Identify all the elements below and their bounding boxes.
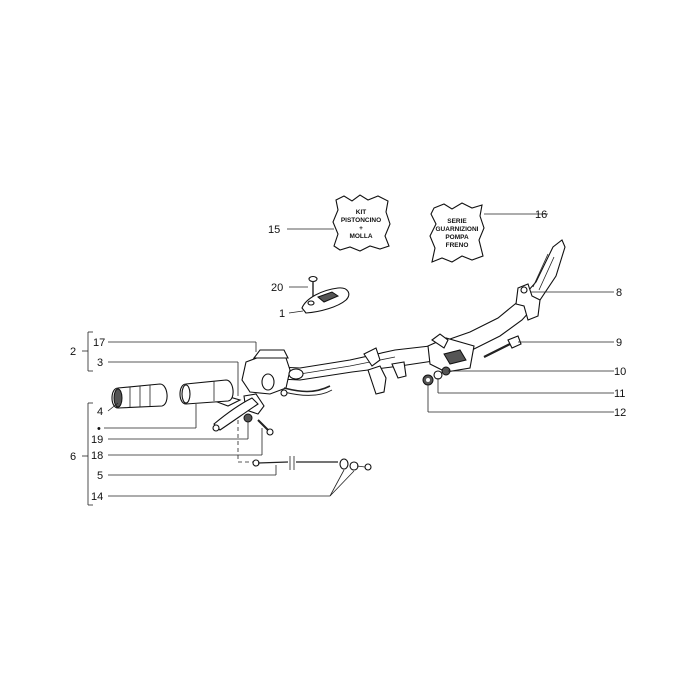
label-15: 15 <box>268 224 280 236</box>
bag16-line4: FRENO <box>446 242 469 249</box>
label-9: 9 <box>616 337 622 349</box>
cable-5 <box>237 420 372 471</box>
bullet-marker: • <box>97 423 101 435</box>
label-2: 2 <box>70 346 76 358</box>
label-8: 8 <box>616 287 622 299</box>
bag15-line2: PISTONCINO <box>341 217 381 224</box>
screw-18 <box>257 419 274 436</box>
bag15-line3: + <box>359 225 363 232</box>
label-17: 17 <box>93 337 105 349</box>
bag15-line4: MOLLA <box>349 233 372 240</box>
leader-lines <box>82 213 614 506</box>
handlebar-8 <box>257 239 566 395</box>
bag16-line3: POMPA <box>445 234 469 241</box>
part-labels: 15 16 20 1 8 9 10 11 12 2 17 3 6 4 • 19 … <box>70 209 626 503</box>
nuts-10-11-12 <box>422 366 451 386</box>
kit-bag-15: KIT PISTONCINO + MOLLA <box>332 194 391 252</box>
label-10: 10 <box>614 366 626 378</box>
label-18: 18 <box>91 450 103 462</box>
label-12: 12 <box>614 407 626 419</box>
pin-19 <box>243 413 253 423</box>
kit-bag-16: SERIE GUARNIZIONI POMPA FRENO <box>429 202 485 263</box>
label-14: 14 <box>91 491 103 503</box>
bag16-line1: SERIE <box>447 218 467 225</box>
label-3: 3 <box>97 357 103 369</box>
label-5: 5 <box>97 470 103 482</box>
label-11: 11 <box>614 388 625 400</box>
master-cylinder-17 <box>241 349 333 415</box>
label-6: 6 <box>70 451 76 463</box>
label-16: 16 <box>535 209 547 221</box>
label-19: 19 <box>91 434 103 446</box>
screw-9 <box>483 335 522 358</box>
screw-20 <box>308 275 318 297</box>
grip-left-4 <box>111 383 168 409</box>
label-4: 4 <box>97 406 103 418</box>
reservoir-cover-1 <box>301 287 350 314</box>
label-20: 20 <box>271 282 283 294</box>
label-1: 1 <box>279 308 285 320</box>
bag16-line2: GUARNIZIONI <box>436 226 479 233</box>
grip-right-4 <box>179 379 234 405</box>
bag15-line1: KIT <box>356 209 367 216</box>
